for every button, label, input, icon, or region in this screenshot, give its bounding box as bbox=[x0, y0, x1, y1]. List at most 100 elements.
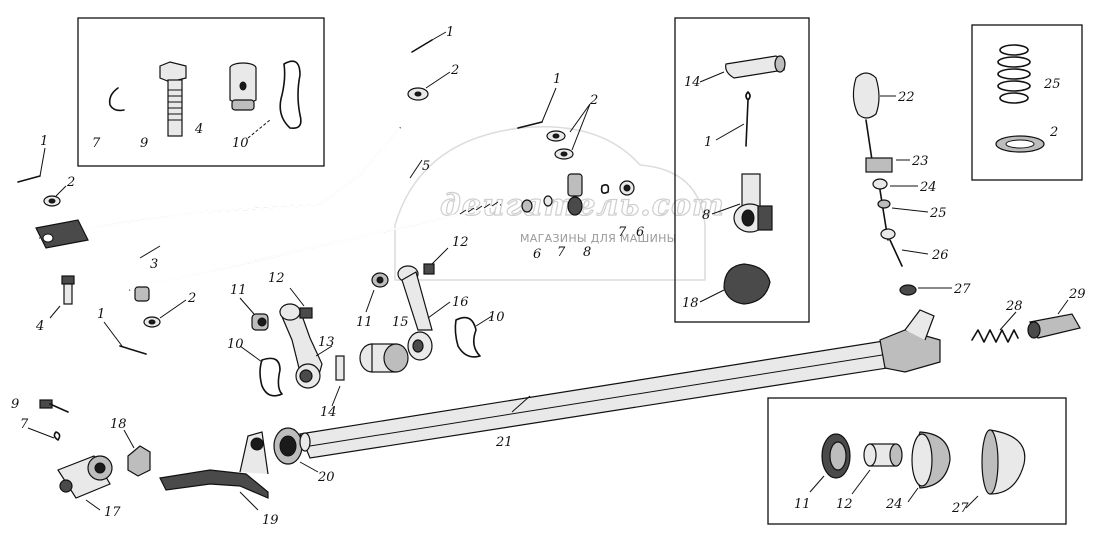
label-7-bl: 7 bbox=[20, 417, 29, 432]
label-11-a: 11 bbox=[230, 283, 247, 298]
bushing-12-box bbox=[851, 443, 903, 495]
sleeve-15 bbox=[359, 343, 409, 373]
bushing-18-bl bbox=[123, 429, 151, 477]
label-1-mid: 1 bbox=[553, 72, 561, 87]
label-20: 20 bbox=[317, 470, 335, 485]
small-bolt-12b bbox=[423, 247, 449, 275]
washer-top bbox=[407, 71, 451, 101]
label-10-b: 10 bbox=[488, 310, 505, 325]
bolt-9-bl bbox=[39, 399, 69, 413]
cotter-pin-left-2 bbox=[103, 321, 147, 355]
label-23: 23 bbox=[911, 154, 929, 169]
label-16: 16 bbox=[452, 295, 469, 310]
label-12-b: 12 bbox=[452, 235, 469, 250]
label-12-box: 12 bbox=[836, 497, 853, 512]
label-28: 28 bbox=[1005, 299, 1023, 314]
spring-clip-10b bbox=[454, 315, 493, 358]
detail-box-top-right bbox=[971, 24, 1083, 181]
label-7: 7 bbox=[92, 136, 101, 151]
label-2-left: 2 bbox=[66, 175, 75, 190]
label-11-box: 11 bbox=[794, 497, 811, 512]
label-15: 15 bbox=[392, 315, 409, 330]
pin-14-box bbox=[699, 55, 786, 83]
label-12-a: 12 bbox=[268, 271, 285, 286]
label-14-mid: 14 bbox=[320, 405, 337, 420]
label-2-top: 2 bbox=[450, 63, 459, 78]
lever-19 bbox=[159, 431, 269, 511]
fork-8-box bbox=[711, 173, 773, 233]
shift-rod-assembly bbox=[865, 119, 929, 267]
label-19: 19 bbox=[262, 513, 279, 528]
bushing-29 bbox=[1027, 299, 1081, 339]
threaded-rod-5 bbox=[129, 159, 501, 302]
label-25-box: 25 bbox=[1043, 77, 1061, 92]
bolt-part bbox=[159, 61, 187, 137]
detail-box-center-right bbox=[674, 17, 810, 323]
label-8-mid: 8 bbox=[583, 245, 591, 260]
label-11-b: 11 bbox=[356, 315, 373, 330]
cup-24-box bbox=[907, 431, 951, 503]
label-1-left-2: 1 bbox=[97, 307, 105, 322]
cotter-pin-box bbox=[715, 91, 751, 147]
label-1-box: 1 bbox=[704, 135, 712, 150]
label-9: 9 bbox=[140, 136, 148, 151]
label-2-left-2: 2 bbox=[187, 291, 196, 306]
sleeve-17 bbox=[57, 455, 113, 511]
bent-rod-3 bbox=[35, 127, 401, 259]
knob-22 bbox=[852, 72, 896, 119]
washer-27-knob bbox=[899, 284, 952, 296]
washer-left-2 bbox=[143, 299, 187, 328]
detail-box-top-left bbox=[77, 17, 325, 167]
dome-27-box bbox=[965, 429, 1026, 509]
label-9-bl: 9 bbox=[11, 397, 19, 412]
label-24-box: 24 bbox=[885, 497, 903, 512]
small-bolt-12a bbox=[289, 287, 313, 319]
label-27-knob: 27 bbox=[953, 282, 971, 297]
label-8-box: 8 bbox=[702, 208, 710, 223]
main-tube-21 bbox=[273, 309, 941, 473]
cotter-pin-left bbox=[17, 147, 46, 183]
label-10-a: 10 bbox=[227, 337, 244, 352]
label-1-left: 1 bbox=[40, 134, 48, 149]
label-2-mid: 2 bbox=[589, 93, 598, 108]
split-washer-part bbox=[108, 87, 125, 112]
label-6-a: 6 bbox=[533, 247, 541, 262]
label-24-knob: 24 bbox=[919, 180, 937, 195]
label-18-bl: 18 bbox=[110, 417, 127, 432]
pin-4-left bbox=[49, 275, 75, 319]
label-21: 21 bbox=[495, 435, 513, 450]
label-2-box: 2 bbox=[1049, 125, 1058, 140]
label-3: 3 bbox=[150, 257, 158, 272]
washer-2-box bbox=[995, 135, 1045, 153]
cap-18-box bbox=[699, 263, 771, 305]
label-25-knob: 25 bbox=[929, 206, 947, 221]
watermark-subtitle: МАГАЗИНЫ ДЛЯ МАШИНЫ bbox=[520, 232, 677, 245]
label-7-a: 7 bbox=[557, 245, 566, 260]
label-10: 10 bbox=[232, 136, 249, 151]
bushing-11a bbox=[239, 297, 269, 331]
label-22: 22 bbox=[897, 90, 915, 105]
label-4: 4 bbox=[194, 122, 203, 137]
pin-14-mid bbox=[331, 355, 345, 407]
spring-clip-10a bbox=[239, 345, 283, 397]
label-7-b: 7 bbox=[618, 225, 627, 240]
label-5: 5 bbox=[422, 159, 430, 174]
washer-7-bl bbox=[27, 427, 61, 441]
label-27-box: 27 bbox=[951, 501, 969, 516]
pin-part bbox=[229, 62, 257, 111]
bushing-11b bbox=[365, 272, 389, 313]
spring-25-box bbox=[997, 44, 1031, 104]
label-17: 17 bbox=[104, 505, 121, 520]
spring-clip-part bbox=[279, 60, 302, 130]
ring-11-box bbox=[809, 433, 851, 493]
cotter-pin-mid bbox=[517, 87, 557, 129]
spring-28 bbox=[971, 311, 1019, 343]
washers-mid bbox=[546, 103, 591, 160]
cotter-pin-top bbox=[411, 31, 447, 53]
label-29: 29 bbox=[1068, 287, 1086, 302]
washer-left bbox=[43, 185, 67, 207]
small-hardware-mid bbox=[521, 173, 635, 216]
label-13: 13 bbox=[318, 335, 335, 350]
